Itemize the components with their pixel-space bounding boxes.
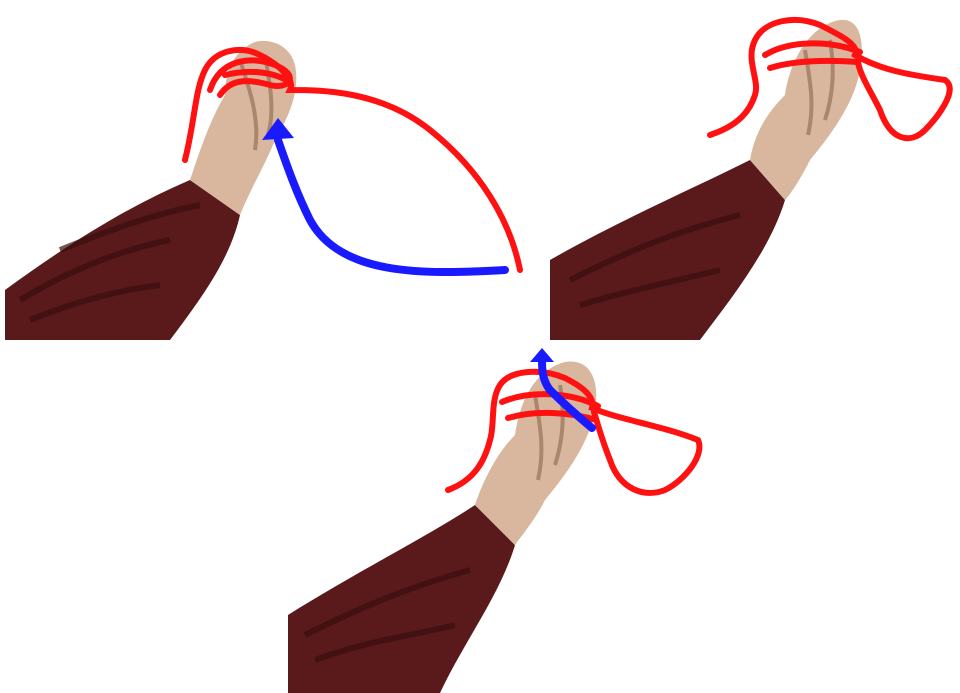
step-3-panel	[280, 340, 720, 693]
sleeve-fold	[303, 567, 471, 663]
sleeve	[550, 160, 785, 340]
step-3-illustration	[288, 348, 703, 693]
arrow-path	[274, 136, 509, 277]
rope	[445, 368, 703, 496]
arrow-head-icon	[262, 118, 294, 140]
rope-wrap	[762, 40, 863, 71]
arrow-head-icon	[530, 348, 554, 362]
sleeve	[288, 505, 515, 693]
sleeve	[5, 180, 240, 340]
sleeve-fold	[568, 212, 741, 308]
step-2-panel	[540, 0, 960, 345]
rope-wrap	[207, 57, 293, 98]
step-1-illustration	[5, 40, 523, 340]
step-1-panel	[0, 0, 540, 345]
arrow-path	[538, 356, 596, 432]
sleeve-fold	[18, 202, 201, 323]
step-2-illustration	[550, 17, 953, 340]
rope	[182, 47, 523, 273]
rope	[707, 17, 953, 142]
